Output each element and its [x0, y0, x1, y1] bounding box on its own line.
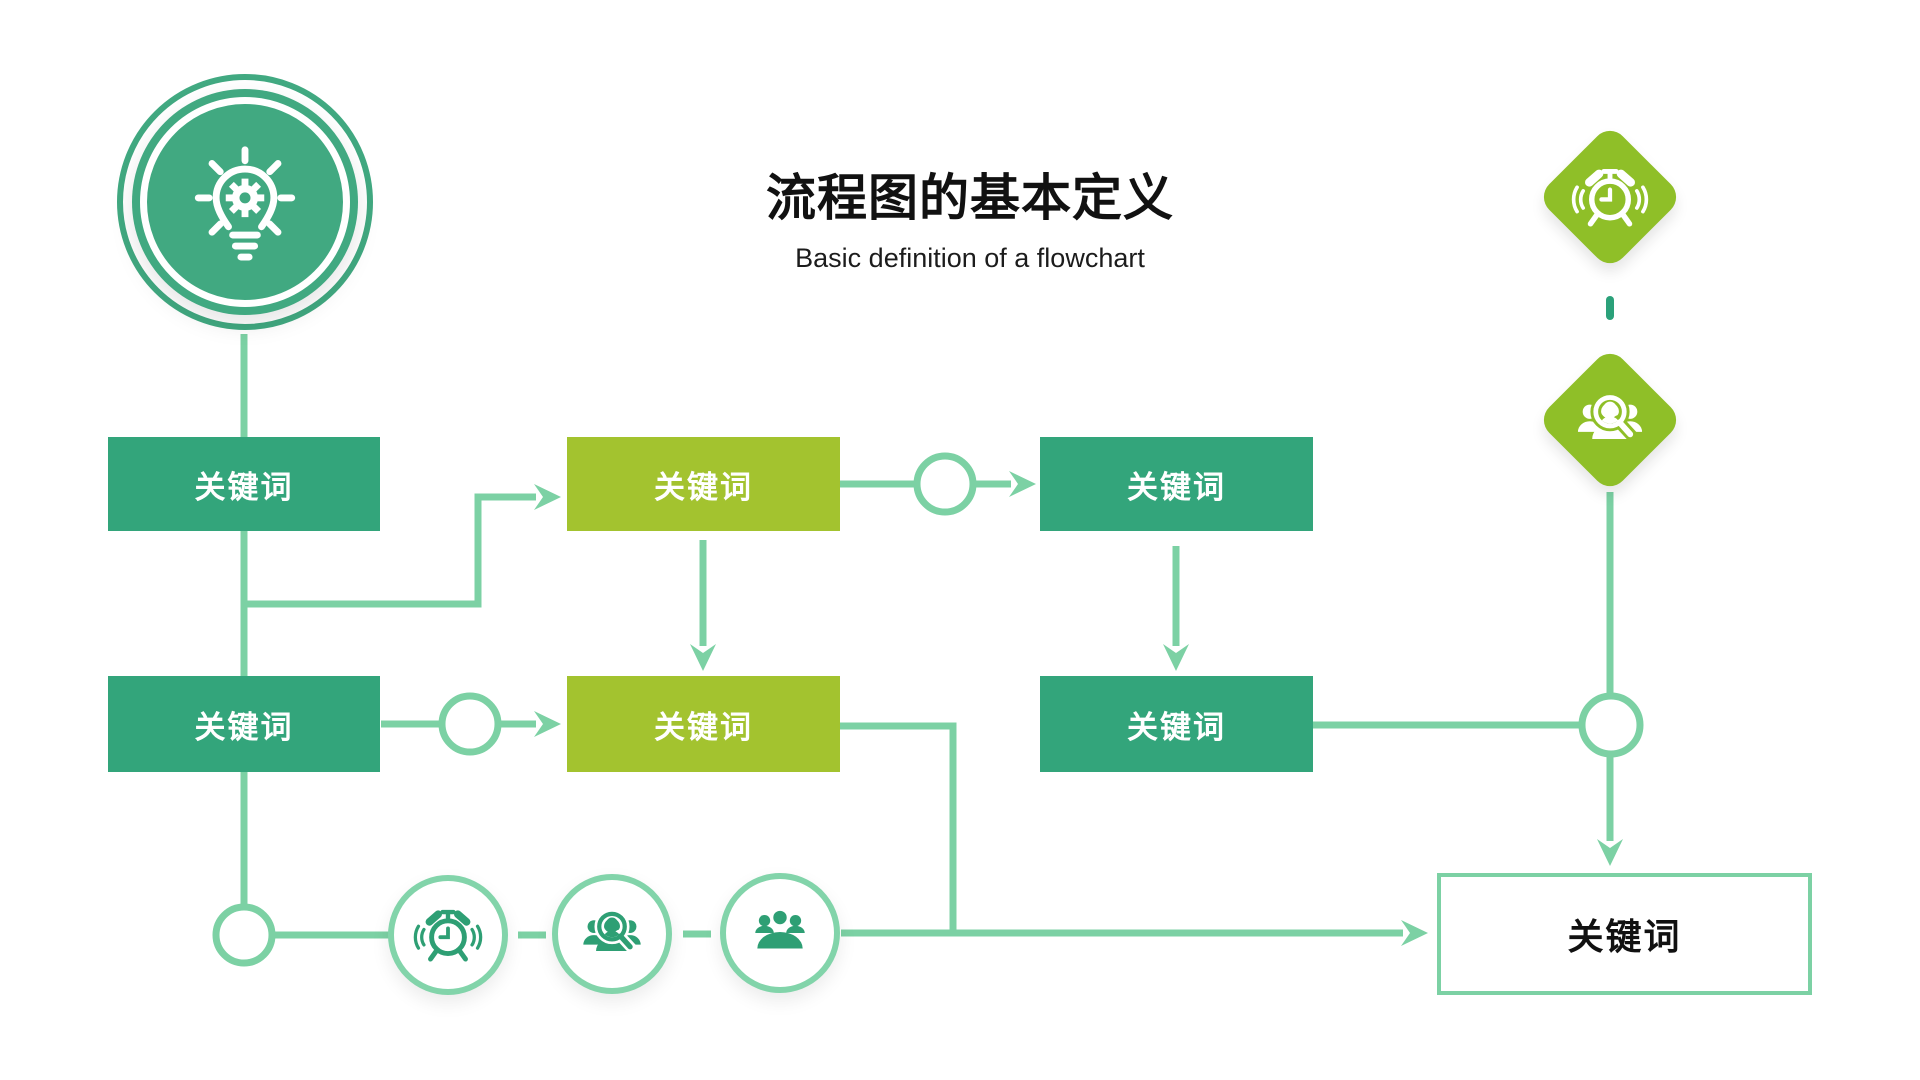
flow-box-label: 关键词: [1127, 709, 1226, 745]
hero-circle-ring: [117, 74, 373, 330]
step-circle-people-search: [552, 874, 672, 994]
flow-box-label: 关键词: [654, 469, 753, 505]
people-search-icon: [578, 900, 646, 968]
lightbulb-gear-icon: [179, 136, 311, 268]
junction-circle-2: [438, 692, 502, 756]
hero-circle: [132, 89, 358, 315]
flow-box-r2c2: 关键词: [567, 676, 840, 772]
flow-box-r1c1: 关键词: [108, 437, 380, 531]
flow-box-label: 关键词: [194, 469, 294, 505]
junction-circle-1: [913, 452, 977, 516]
arrowheads: [534, 471, 1623, 946]
flow-box-r1c2: 关键词: [567, 437, 840, 531]
page-subtitle: Basic definition of a flowchart: [795, 243, 1145, 273]
flow-box-label: 关键词: [1127, 469, 1226, 505]
people-search-icon: [1572, 382, 1648, 458]
junction-circle-4: [212, 903, 276, 967]
alarm-clock-icon: [1571, 158, 1649, 236]
flow-box-r2c1: 关键词: [108, 676, 380, 772]
junction-circles: [212, 452, 1644, 967]
step-circle-alarm: [388, 875, 508, 995]
meeting-people-icon: [747, 900, 813, 966]
junction-circle-3: [1578, 692, 1644, 758]
flow-box-result: 关键词: [1437, 873, 1812, 995]
alarm-clock-icon: [413, 900, 483, 970]
flow-box-label: 关键词: [654, 709, 753, 745]
step-circle-meeting: [720, 873, 840, 993]
flow-box-r2c3: 关键词: [1040, 676, 1313, 772]
flow-box-r1c3: 关键词: [1040, 437, 1313, 531]
flow-box-label: 关键词: [194, 709, 294, 745]
flow-lines: [240, 334, 1614, 939]
page-title: 流程图的基本定义: [766, 170, 1174, 226]
flow-box-label: 关键词: [1567, 916, 1682, 957]
